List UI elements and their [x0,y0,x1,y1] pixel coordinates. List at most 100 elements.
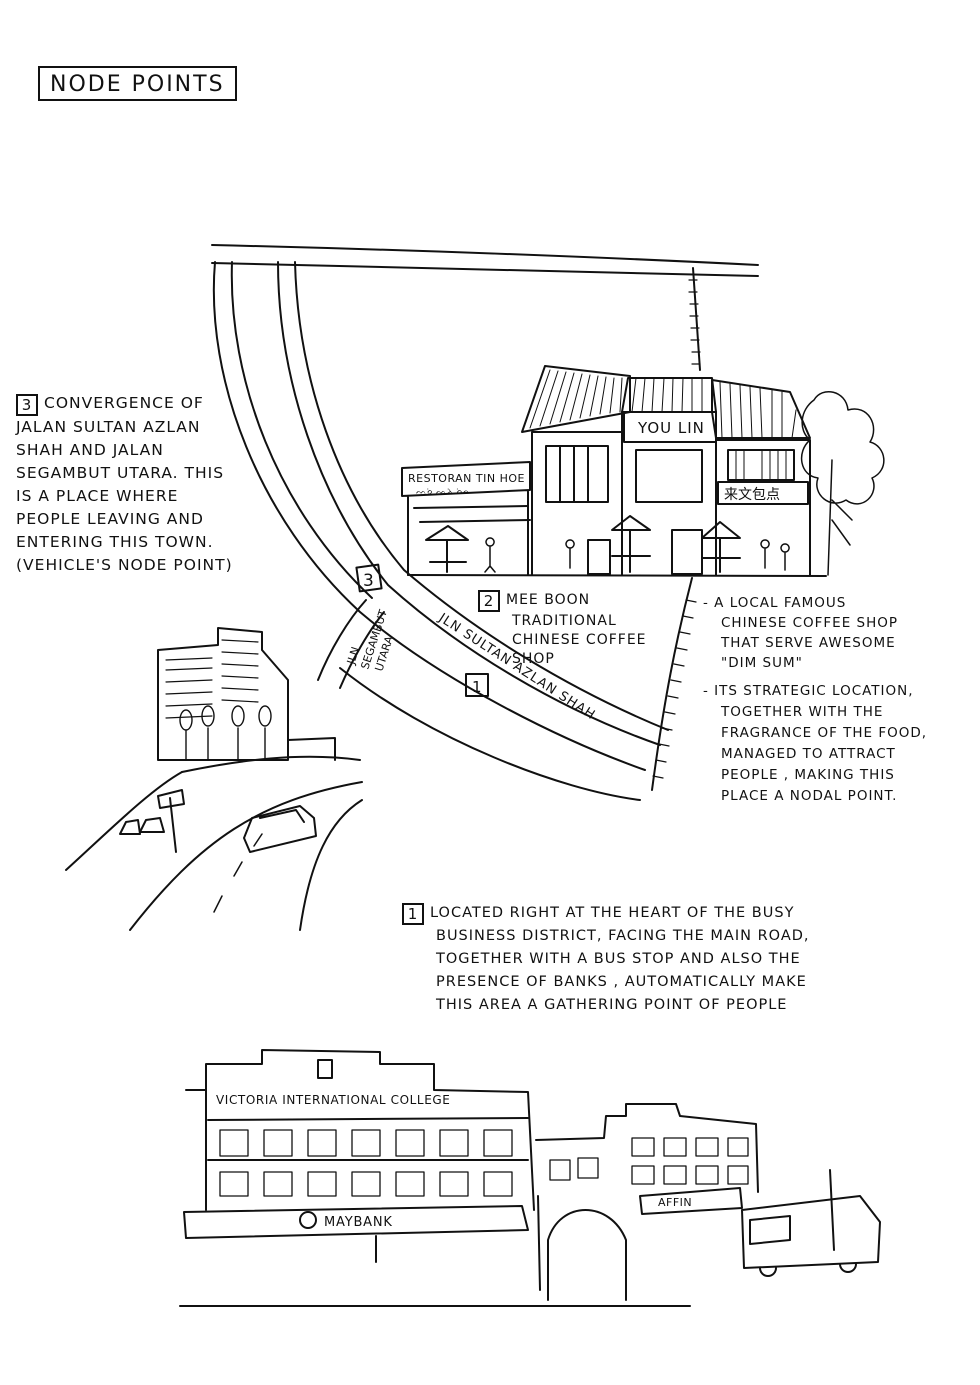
note-3-line: SEGAMBUT UTARA. THIS [16,464,225,482]
college-name: VICTORIA INTERNATIONAL COLLEGE [216,1093,450,1107]
middle-building-windows [549,1137,749,1185]
note-right-line: CHINESE COFFEE SHOP [721,615,898,631]
segambut-road-edge-2 [339,611,385,689]
note-right-line: TOGETHER WITH THE [721,704,884,720]
restoran-sign-text: RESTORAN TIN HOE [408,472,525,485]
bus-stop-post [829,1169,835,1251]
note-coffee-shop-famous: - A LOCAL FAMOUS CHINESE COFFEE SHOP THA… [703,593,918,673]
shop-facade [531,411,811,576]
note-1-line: BUSINESS DISTRICT, FACING THE MAIN ROAD, [436,928,810,944]
note-right-line: "DIM SUM" [721,655,803,671]
note-right-line: THAT SERVE AWESOME [721,635,896,651]
note-3-line: (VEHICLE'S NODE POINT) [16,556,233,574]
car-1 [243,805,317,853]
curving-road-far [299,799,363,931]
top-road-lower-edge [211,262,759,277]
arch-entrance [547,1209,627,1301]
railway-ties-top [688,279,701,365]
affin-label: AFFIN [658,1196,692,1209]
note-1-line: TOGETHER WITH A BUS STOP AND ALSO THE [436,951,801,967]
note-1-line: LOCATED RIGHT AT THE HEART OF THE BUSY [430,905,795,921]
umbrella-right [701,521,741,573]
main-road-far-edge [339,667,641,801]
chinese-sign-text: 来文包点 [724,487,780,503]
left-window [545,445,609,503]
sign-post [157,789,185,853]
note-3-line: PEOPLE LEAVING AND [16,510,204,528]
door-middle [671,529,703,575]
tall-building [157,627,289,761]
marker-3-box [355,563,383,593]
main-road-inner-edge [230,261,373,599]
note-3-line: ENTERING THIS TOWN. [16,533,214,551]
college-building-outline [185,1049,535,1211]
note-3-line: JALAN SULTAN AZLAN [16,418,201,436]
note-node-2: 2 MEE BOON TRADITIONAL CHINESE COFFEE SHO… [478,590,658,669]
curving-road-inner [129,781,363,931]
curving-road-outer [65,771,183,871]
bank-street-sketch: VICTORIA INTERNATIONAL COLLEGE MAYBANK A… [179,1049,881,1307]
note-2-line: TRADITIONAL [512,613,617,629]
you-lin-sign-text: YOU LIN [637,419,705,437]
road-dashes [213,833,263,913]
bus [741,1195,881,1269]
top-road-upper-edge [211,244,759,266]
left-street-sketch [65,627,363,931]
umbrella-middle [611,515,651,573]
marker-1-box [465,673,489,697]
middle-window [635,449,703,503]
umbrella-left [425,525,469,573]
note-1-line: PRESENCE OF BANKS , AUTOMATICALLY MAKE [436,974,807,990]
note-1-line: THIS AREA A GATHERING POINT OF PEOPLE [436,997,788,1013]
note-2-line: SHOP [512,651,555,667]
maybank-canopy [183,1205,529,1239]
left-roof [521,365,631,433]
note-right-line: FRAGRANCE OF THE FOOD, [721,725,928,741]
main-road-median [277,261,661,746]
college-floor-lines [207,1117,529,1161]
note-right-line: - A LOCAL FAMOUS [703,595,847,611]
page-title: NODE POINTS [38,66,237,101]
door-left [587,539,611,575]
note-3-number: 3 [16,394,38,416]
shop-ground-line [407,574,827,577]
note-3-line: SHAH AND JALAN [16,441,164,459]
note-3-line: IS A PLACE WHERE [16,487,179,505]
restoran-annex [401,461,531,576]
note-1-number: 1 [402,903,424,925]
note-right-line: MANAGED TO ATTRACT [721,746,896,762]
note-right-line: PLACE A NODAL POINT. [721,788,898,804]
railway-track [651,267,701,791]
note-node-3: 3 CONVERGENCE OF JALAN SULTAN AZLAN SHAH … [16,392,256,577]
road-label-segambut-1: JLN [344,645,362,667]
note-2-line: CHINESE COFFEE [512,632,647,648]
note-coffee-shop-location: - ITS STRATEGIC LOCATION, TOGETHER WITH … [703,681,928,807]
note-2-number: 2 [478,590,500,612]
railway-ties-bottom [652,599,697,779]
awning [413,505,531,523]
affin-canopy [639,1187,743,1215]
coffee-shop-sketch: YOU LIN 来文包点 RESTORAN TIN HOE ᨓᨔᨗ ᨕᨂᨗ ᨔᨗ… [401,365,885,577]
note-right-line: - ITS STRATEGIC LOCATION, [703,683,914,699]
marker-3-label: 3 [363,571,374,591]
tables [429,555,741,563]
note-3-line: CONVERGENCE OF [44,394,204,412]
restoran-sign-script: ᨓᨔᨗ ᨕᨂᨗ ᨔᨗᨊ [416,487,470,497]
bus-wheels [759,1263,857,1277]
middle-building [535,1103,759,1291]
curving-road-top [181,755,361,773]
note-2-line: MEE BOON [506,592,591,608]
main-road-inner-2 [294,261,669,731]
low-building [287,737,336,761]
college-windows [219,1129,513,1197]
road-map: 3 1 JLN SEGAMBUT UTARA JLN SULTAN AZLAN … [211,244,759,801]
note-right-line: PEOPLE , MAKING THIS [721,767,895,783]
marker-1-label: 1 [472,678,482,696]
people [484,537,790,573]
maybank-label: MAYBANK [324,1215,393,1230]
right-window [727,449,795,481]
you-lin-sign [623,411,717,443]
car-3 [119,819,141,835]
